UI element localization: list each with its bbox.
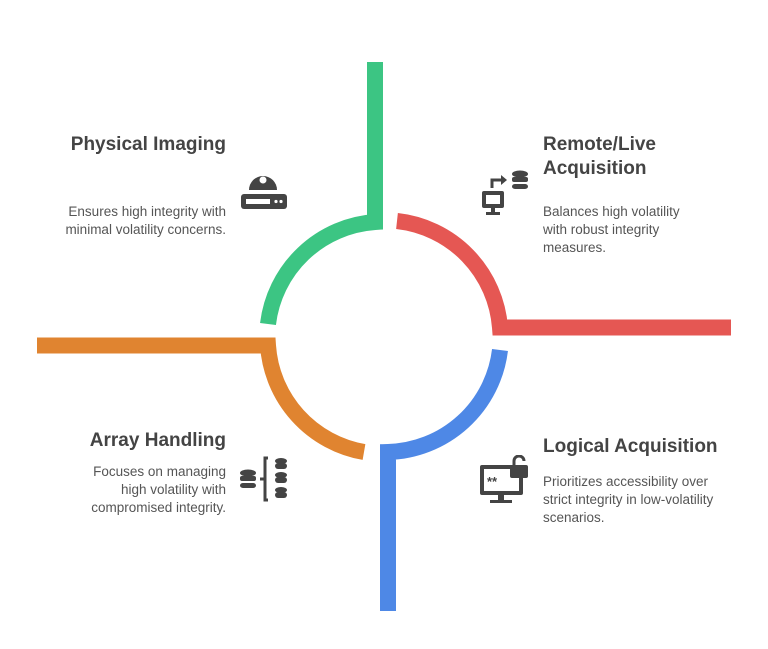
- orange-arc: [37, 337, 366, 460]
- physical-imaging-description: Ensures high integrity with minimal vola…: [65, 204, 226, 237]
- logical-acquisition-title: Logical Acquisition: [543, 436, 718, 457]
- physical-imaging-title: Physical Imaging: [70, 134, 226, 155]
- logical-acquisition-description: Prioritizes accessibility over strict in…: [543, 474, 714, 525]
- svg-text:**: **: [487, 474, 498, 489]
- remote-database-icon: [482, 170, 528, 215]
- database-array-icon: [240, 456, 287, 502]
- array-handling-title: Array Handling: [89, 430, 226, 451]
- green-arc: [260, 62, 383, 326]
- remote-live-title: Remote/Live Acquisition: [543, 134, 656, 179]
- red-arc: [395, 213, 731, 336]
- monitor-unlock-icon: **: [480, 455, 528, 503]
- blue-arc: [380, 348, 508, 611]
- disk-drive-icon: [241, 176, 287, 209]
- remote-live-description: Balances high volatility with robust int…: [543, 204, 680, 255]
- array-handling-description: Focuses on managing high volatility with…: [91, 464, 226, 515]
